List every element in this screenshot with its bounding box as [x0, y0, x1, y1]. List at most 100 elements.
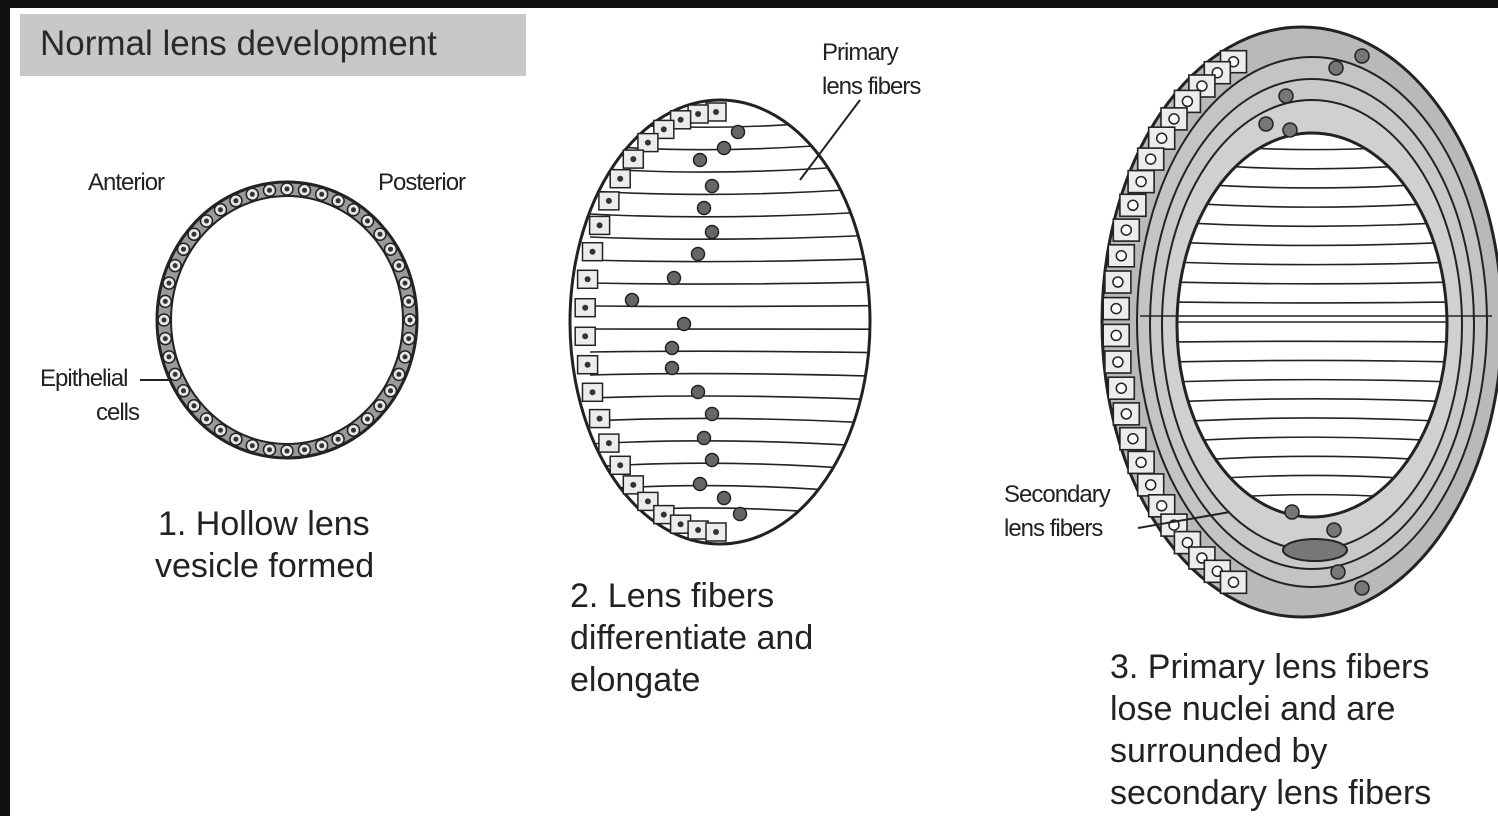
cell-nucleus — [285, 187, 290, 192]
cell-nucleus — [617, 176, 623, 182]
cell-nucleus — [1182, 96, 1192, 106]
cell-nucleus — [302, 447, 307, 452]
secondary-fiber-nucleus — [1283, 123, 1297, 137]
fiber-nucleus — [706, 408, 719, 421]
cell-nucleus — [163, 299, 168, 304]
cell-nucleus — [218, 428, 223, 433]
cell-nucleus — [661, 126, 667, 132]
cell-nucleus — [388, 247, 393, 252]
cell-nucleus — [162, 318, 167, 323]
cell-nucleus — [713, 529, 719, 535]
core-fiber — [1170, 341, 1455, 342]
fiber-nucleus — [668, 272, 681, 285]
cell-nucleus — [617, 462, 623, 468]
fiber-nucleus — [694, 478, 707, 491]
cell-nucleus — [396, 372, 401, 377]
primary-label-line1: Primary — [822, 36, 898, 70]
cell-nucleus — [1157, 133, 1167, 143]
cell-nucleus — [1116, 251, 1126, 261]
cell-nucleus — [606, 440, 612, 446]
cell-nucleus — [351, 207, 356, 212]
cell-nucleus — [319, 192, 324, 197]
stage2-caption-line3: elongate — [570, 659, 700, 702]
cell-nucleus — [1128, 200, 1138, 210]
cell-nucleus — [233, 437, 238, 442]
cell-nucleus — [582, 305, 588, 311]
cell-nucleus — [597, 416, 603, 422]
cell-nucleus — [1111, 304, 1121, 314]
cell-nucleus — [1136, 177, 1146, 187]
cell-nucleus — [167, 354, 172, 359]
cell-nucleus — [1197, 81, 1207, 91]
cell-nucleus — [233, 198, 238, 203]
stage1-caption-line2: vesicle formed — [155, 545, 374, 588]
secondary-label-line2: lens fibers — [1004, 512, 1102, 546]
fiber-nucleus — [678, 318, 691, 331]
fiber-nucleus — [706, 180, 719, 193]
fiber-nucleus — [692, 386, 705, 399]
cell-nucleus — [1111, 330, 1121, 340]
cell-nucleus — [406, 299, 411, 304]
stage2-caption-line2: differentiate and — [570, 617, 813, 660]
stage3-caption-line1: 3. Primary lens fibers — [1110, 646, 1429, 689]
fiber-nucleus — [706, 226, 719, 239]
fiber-nucleus — [718, 142, 731, 155]
stage2-outline — [570, 100, 870, 544]
cell-nucleus — [645, 140, 651, 146]
cell-nucleus — [396, 263, 401, 268]
secondary-fiber-nucleus — [1331, 565, 1345, 579]
cell-nucleus — [1157, 501, 1167, 511]
cell-nucleus — [319, 443, 324, 448]
cell-nucleus — [403, 354, 408, 359]
cell-nucleus — [1146, 480, 1156, 490]
fiber-nucleus — [692, 248, 705, 261]
stage2-caption-line1: 2. Lens fibers — [570, 575, 774, 618]
primary-label-line2: lens fibers — [822, 70, 920, 104]
stage3-caption-line3: surrounded by — [1110, 730, 1327, 773]
cell-nucleus — [630, 482, 636, 488]
cell-nucleus — [218, 207, 223, 212]
stage3-caption-line2: lose nuclei and are — [1110, 688, 1395, 731]
cell-nucleus — [606, 198, 612, 204]
fiber-nucleus — [698, 432, 711, 445]
cell-nucleus — [630, 156, 636, 162]
cell-nucleus — [167, 281, 172, 286]
cell-nucleus — [250, 192, 255, 197]
cell-nucleus — [285, 449, 290, 454]
fiber-nucleus — [666, 362, 679, 375]
cell-nucleus — [302, 188, 307, 193]
cell-nucleus — [388, 388, 393, 393]
cell-nucleus — [1128, 434, 1138, 444]
fiber-nucleus — [626, 294, 639, 307]
cell-nucleus — [1169, 114, 1179, 124]
secondary-fiber-nucleus — [1355, 581, 1369, 595]
cell-nucleus — [597, 222, 603, 228]
fiber-nucleus — [718, 492, 731, 505]
stage2-lens — [570, 100, 880, 544]
cell-nucleus — [695, 111, 701, 117]
cell-nucleus — [695, 527, 701, 533]
cell-nucleus — [336, 198, 341, 203]
cell-nucleus — [585, 276, 591, 282]
cell-nucleus — [1113, 277, 1123, 287]
cell-nucleus — [173, 263, 178, 268]
cell-nucleus — [661, 512, 667, 518]
cell-nucleus — [1121, 409, 1131, 419]
epithelial-label-line1: Epithelial — [40, 362, 127, 396]
fiber-nucleus — [666, 342, 679, 355]
secondary-fiber-nucleus — [1279, 89, 1293, 103]
cell-nucleus — [351, 428, 356, 433]
cell-nucleus — [1182, 538, 1192, 548]
vesicle-inner — [171, 196, 403, 444]
cell-nucleus — [713, 109, 719, 115]
cell-nucleus — [192, 232, 197, 237]
cell-nucleus — [590, 389, 596, 395]
cell-nucleus — [267, 447, 272, 452]
secondary-fiber-nucleus — [1259, 117, 1273, 131]
cell-nucleus — [163, 336, 168, 341]
cell-nucleus — [365, 219, 370, 224]
cell-nucleus — [1136, 457, 1146, 467]
cell-nucleus — [1121, 225, 1131, 235]
fiber-nucleus — [698, 202, 711, 215]
